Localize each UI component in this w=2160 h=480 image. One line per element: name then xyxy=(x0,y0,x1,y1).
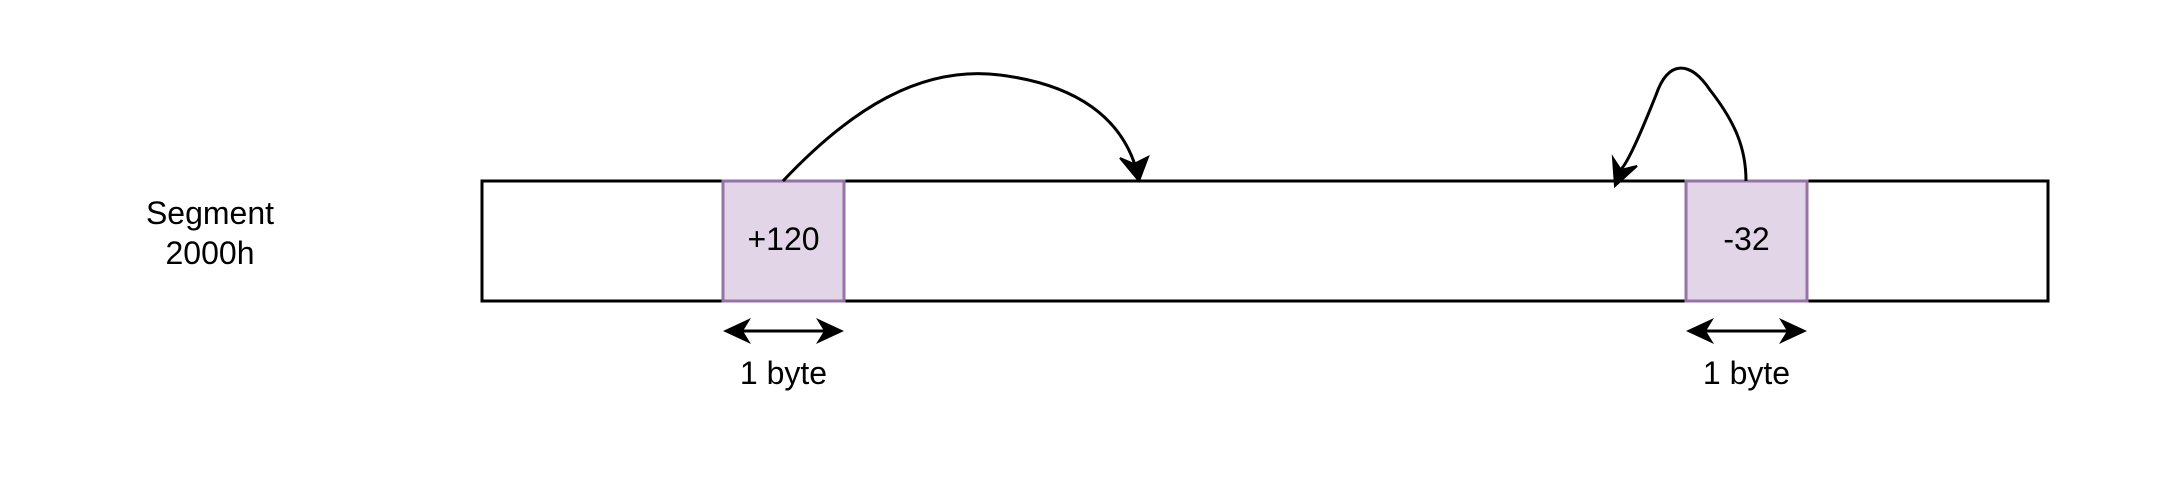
size-dimension-left-head-1 xyxy=(723,318,751,344)
cell-minus32-value: -32 xyxy=(1723,221,1769,257)
backward-jump-arrowhead xyxy=(1611,154,1638,189)
size-label-1: 1 byte xyxy=(740,355,827,391)
cell-plus120 xyxy=(721,179,846,303)
cell-plus120-value: +120 xyxy=(747,221,819,257)
segment-label: Segment 2000h xyxy=(110,193,310,273)
size-dimension-right-head-2 xyxy=(1779,318,1807,344)
cell-minus32 xyxy=(1684,179,1809,303)
segment-label-line2: 2000h xyxy=(165,235,255,271)
segment-label-line1: Segment xyxy=(145,195,275,231)
size-dimension-left-head-2 xyxy=(1686,318,1714,344)
size-label-2: 1 byte xyxy=(1703,355,1790,391)
backward-jump-arrow xyxy=(1618,66,1748,182)
size-dimension-right-head-1 xyxy=(816,318,844,344)
forward-jump-arrowhead xyxy=(1119,154,1150,183)
forward-jump-arrow xyxy=(781,72,1137,183)
segment-bar xyxy=(480,179,2050,303)
